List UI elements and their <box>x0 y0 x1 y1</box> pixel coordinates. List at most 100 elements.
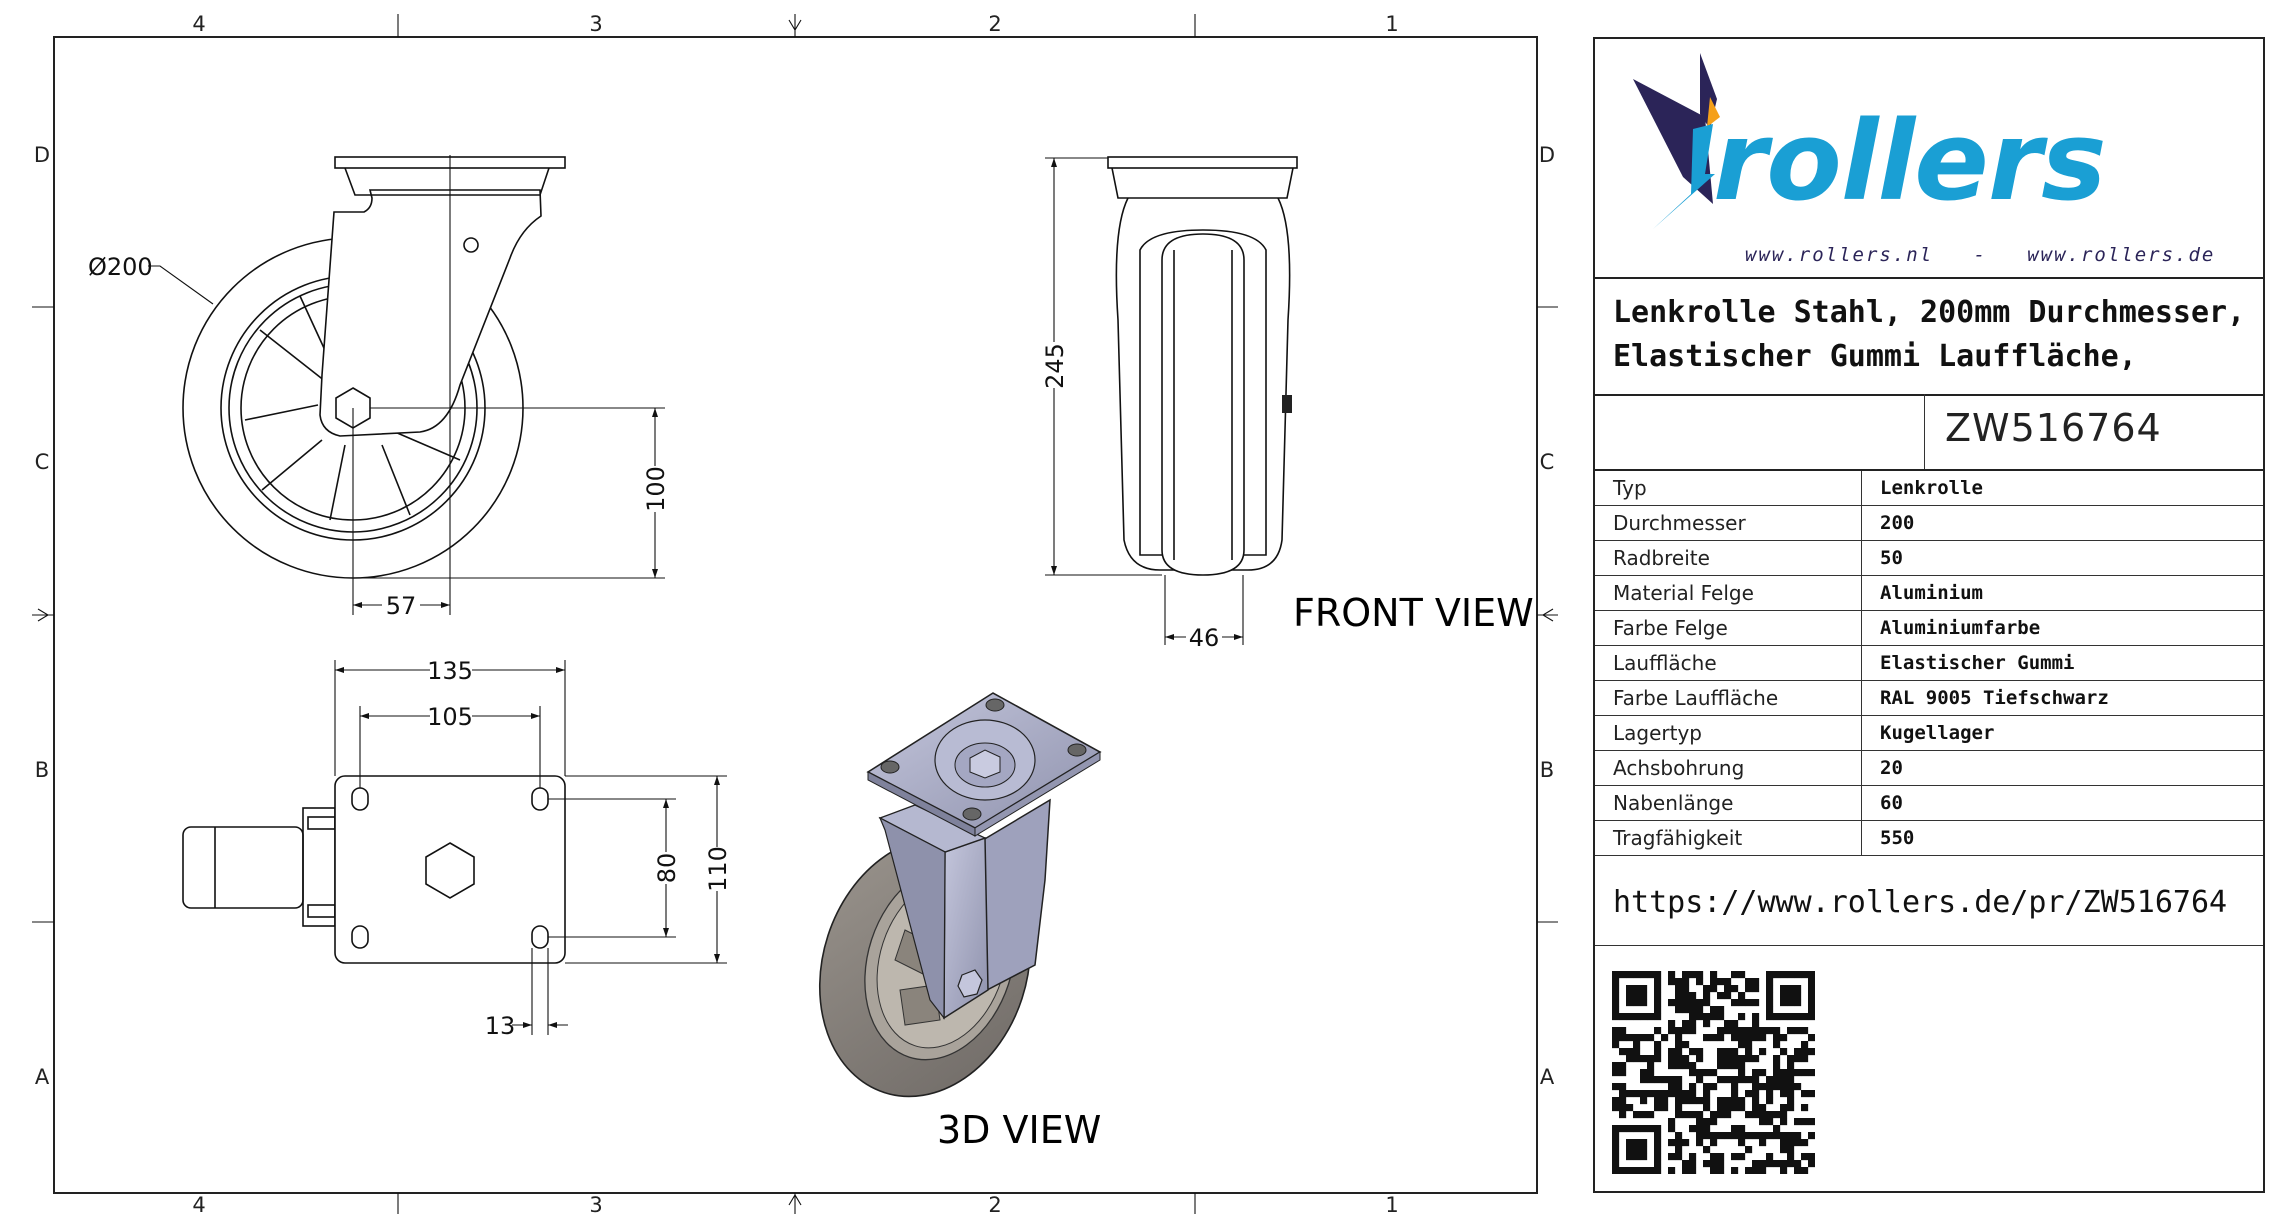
product-url[interactable]: https://www.rollers.de/pr/ZW516764 <box>1613 885 2228 920</box>
qr-module <box>1717 1013 1725 1021</box>
qr-module <box>1696 999 1704 1007</box>
qr-module <box>1675 1104 1683 1112</box>
qr-module <box>1738 999 1746 1007</box>
qr-module <box>1619 1034 1627 1042</box>
qr-module <box>1633 1139 1641 1147</box>
qr-module <box>1731 1083 1739 1091</box>
qr-module <box>1794 1055 1802 1063</box>
qr-module <box>1759 1118 1767 1126</box>
qr-module <box>1731 1055 1739 1063</box>
qr-module <box>1717 1006 1725 1014</box>
qr-module <box>1801 1055 1809 1063</box>
qr-module <box>1682 1167 1690 1174</box>
qr-module <box>1682 1062 1690 1070</box>
spec-key: Tragfähigkeit <box>1595 820 1862 856</box>
qr-module <box>1738 1055 1746 1063</box>
front-tire <box>1161 233 1245 576</box>
qr-module <box>1787 1132 1795 1140</box>
qr-module <box>1787 971 1795 979</box>
qr-module <box>1640 1111 1648 1119</box>
qr-module <box>1703 1146 1711 1154</box>
qr-module <box>1626 1048 1634 1056</box>
qr-module <box>1689 1153 1697 1161</box>
zone-col-label: 3 <box>589 12 602 36</box>
qr-module <box>1794 992 1802 1000</box>
zone-row-label: A <box>1540 1065 1555 1089</box>
qr-module <box>1780 999 1788 1007</box>
iso-fork-side <box>982 798 1051 992</box>
qr-module <box>1766 971 1774 979</box>
qr-module <box>1808 1090 1815 1098</box>
qr-module <box>1675 985 1683 993</box>
top-view: 135 105 80 110 13 <box>182 657 732 1040</box>
qr-module <box>1773 1055 1781 1063</box>
qr-module <box>1773 1062 1781 1070</box>
qr-module <box>1766 1027 1774 1035</box>
qr-module <box>1654 1167 1662 1174</box>
qr-module <box>1626 1104 1634 1112</box>
qr-module <box>1654 1055 1662 1063</box>
qr-module <box>1724 985 1732 993</box>
qr-module <box>1612 999 1620 1007</box>
qr-module <box>1633 1034 1641 1042</box>
qr-module <box>1647 1125 1655 1133</box>
qr-module <box>1766 985 1774 993</box>
qr-module <box>1619 1097 1627 1105</box>
dim-plate-length: 135 <box>427 657 473 685</box>
dim-height-100: 100 <box>642 466 670 512</box>
qr-module <box>1633 1125 1641 1133</box>
spec-value: 50 <box>1861 540 2263 576</box>
qr-module <box>1647 971 1655 979</box>
spec-key: Farbe Lauffläche <box>1595 680 1862 716</box>
spec-value: 200 <box>1861 505 2263 541</box>
qr-module <box>1696 1097 1704 1105</box>
qr-module <box>1654 1097 1662 1105</box>
qr-module <box>1689 1006 1697 1014</box>
qr-module <box>1696 1013 1704 1021</box>
qr-module <box>1710 978 1718 986</box>
qr-module <box>1724 1132 1732 1140</box>
qr-module <box>1801 1139 1809 1147</box>
qr-module <box>1717 1048 1725 1056</box>
qr-module <box>1703 1125 1711 1133</box>
qr-module <box>1731 1020 1739 1028</box>
dim-width-46: 46 <box>1189 624 1220 652</box>
qr-module <box>1752 1034 1760 1042</box>
qr-module <box>1808 978 1815 986</box>
qr-module <box>1745 1055 1753 1063</box>
qr-module <box>1731 1062 1739 1070</box>
qr-module <box>1759 1069 1767 1077</box>
qr-module <box>1633 1013 1641 1021</box>
qr-module <box>1787 1013 1795 1021</box>
qr-module <box>1703 1160 1711 1168</box>
qr-module <box>1668 1125 1676 1133</box>
qr-module <box>1612 1062 1620 1070</box>
qr-module <box>1780 1069 1788 1077</box>
qr-module <box>1717 1111 1725 1119</box>
iso-view: 3D VIEW <box>818 692 1102 1152</box>
qr-module <box>1787 1069 1795 1077</box>
qr-module <box>1773 1013 1781 1021</box>
qr-module <box>1612 1006 1620 1014</box>
qr-module <box>1717 978 1725 986</box>
qr-module <box>1689 999 1697 1007</box>
qr-module <box>1633 1111 1641 1119</box>
qr-module <box>1682 978 1690 986</box>
qr-module <box>1745 999 1753 1007</box>
logo-brand: rollers <box>1713 97 2106 225</box>
qr-module <box>1682 1055 1690 1063</box>
qr-module <box>1794 1013 1802 1021</box>
qr-module <box>1626 1139 1634 1147</box>
qr-module <box>1808 999 1815 1007</box>
qr-module <box>1801 971 1809 979</box>
qr-module <box>1626 1167 1634 1174</box>
qr-module <box>1717 1104 1725 1112</box>
qr-module <box>1710 1006 1718 1014</box>
qr-module <box>1717 1160 1725 1168</box>
qr-module <box>1612 1139 1620 1147</box>
